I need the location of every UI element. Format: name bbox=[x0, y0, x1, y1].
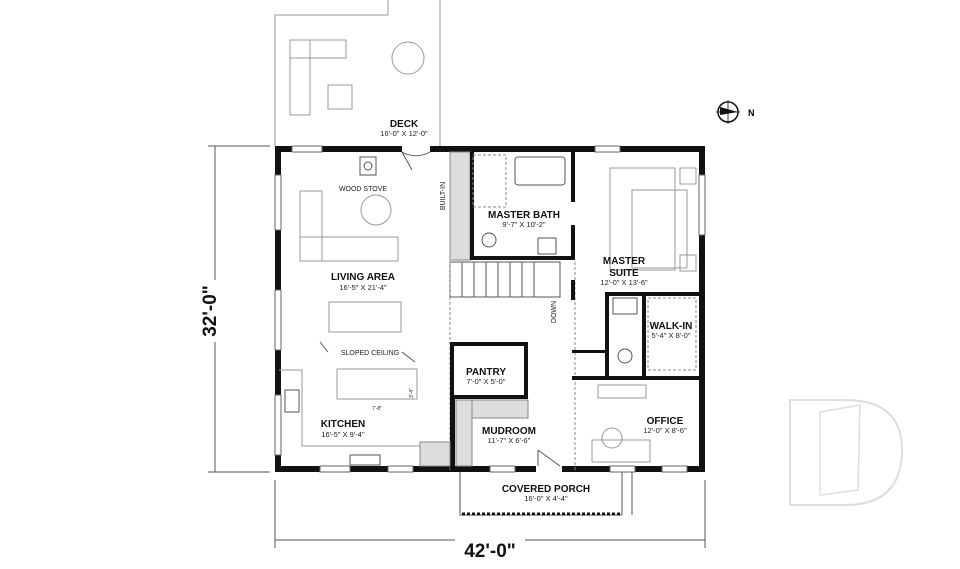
d-logo-watermark bbox=[789, 399, 904, 506]
wood-stove-label: WOOD STOVE bbox=[339, 186, 387, 193]
built-in-label: BUILT-IN bbox=[440, 182, 447, 210]
room-name-office: OFFICE bbox=[647, 416, 684, 427]
depth-dimension: 32'-0" bbox=[200, 285, 221, 337]
exterior-walls bbox=[274, 145, 706, 473]
island-length-label: 7'-8" bbox=[372, 406, 382, 412]
room-name-walk-in: WALK-IN bbox=[650, 321, 693, 332]
room-size-master-suite: 12'-0" X 13'-6" bbox=[600, 278, 648, 287]
room-size-office: 12'-0" X 8'-6" bbox=[643, 426, 687, 435]
room-name-kitchen: KITCHEN bbox=[321, 419, 365, 430]
room-name-master-suite-2: SUITE bbox=[609, 268, 639, 279]
compass-north-label: N bbox=[748, 108, 755, 118]
stairs bbox=[449, 261, 561, 298]
covered-porch: COVERED PORCH 16'-0" X 4'-4" bbox=[459, 472, 633, 516]
stairs-down-label: DOWN bbox=[551, 301, 558, 323]
room-name-deck: DECK bbox=[390, 119, 419, 130]
room-size-kitchen: 16'-5" X 9'-4" bbox=[321, 430, 365, 439]
room-size-walk-in: 5'-4" X 8'-0" bbox=[651, 331, 690, 340]
room-name-master-bath: MASTER BATH bbox=[488, 210, 560, 221]
room-name-mudroom: MUDROOM bbox=[482, 426, 536, 437]
room-name-porch: COVERED PORCH bbox=[502, 484, 590, 495]
room-name-pantry: PANTRY bbox=[466, 367, 506, 378]
room-size-living: 16'-5" X 21'-4" bbox=[339, 283, 387, 292]
room-size-pantry: 7'-0" X 5'-0" bbox=[466, 377, 505, 386]
wood-stove-icon bbox=[363, 161, 373, 171]
width-dimension: 42'-0" bbox=[464, 541, 516, 562]
compass-icon: N bbox=[716, 100, 755, 124]
deck: DECK 16'-0" X 12'-0" bbox=[274, 0, 441, 146]
room-name-master-suite-1: MASTER bbox=[603, 256, 646, 267]
room-size-mudroom: 11'-7" X 6'-6" bbox=[488, 436, 531, 445]
island-depth-label: 3'-4" bbox=[409, 388, 415, 398]
room-size-master-bath: 9'-7" X 10'-2" bbox=[502, 220, 546, 229]
sloped-ceiling-label: SLOPED CEILING bbox=[341, 350, 399, 357]
living-furniture bbox=[279, 156, 451, 467]
dimension-lines: 32'-0" 42'-0" bbox=[196, 145, 706, 562]
room-size-porch: 16'-0" X 4'-4" bbox=[524, 494, 568, 503]
room-name-living: LIVING AREA bbox=[331, 272, 395, 283]
interior-walls: DOWN bbox=[449, 151, 705, 470]
room-size-deck: 16'-0" X 12'-0" bbox=[380, 129, 428, 138]
